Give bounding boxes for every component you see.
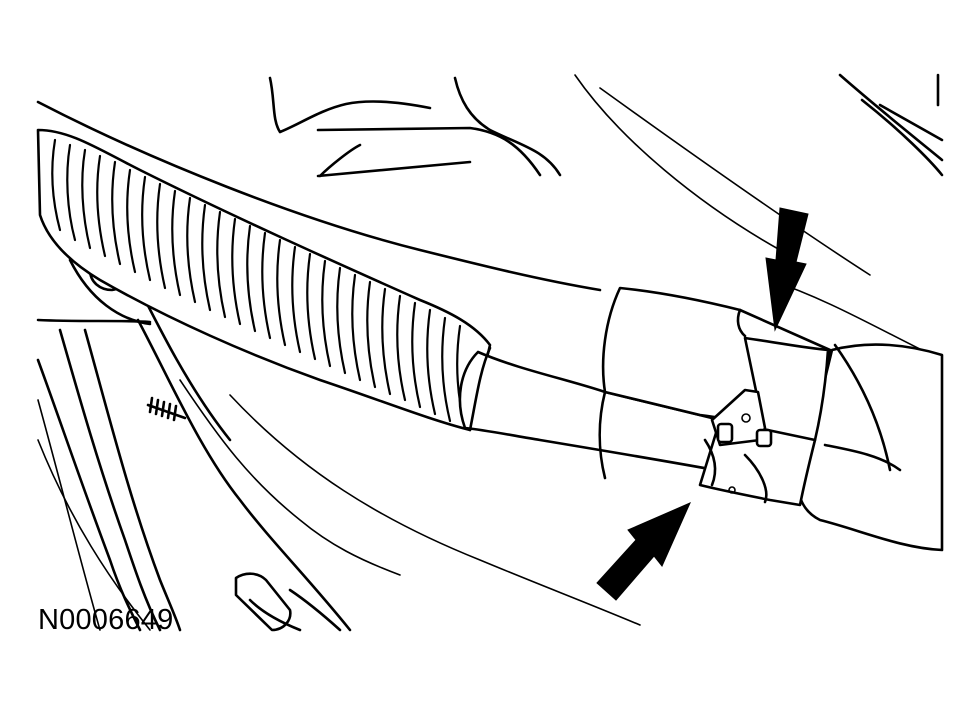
- arrow-up-right-indicator: [596, 502, 691, 601]
- figure-id-label: N0006649: [38, 604, 174, 636]
- arrow-down-indicator: [765, 207, 809, 332]
- indicator-arrows: [596, 207, 809, 601]
- hose-clamp: [698, 336, 830, 507]
- hose: [458, 286, 944, 552]
